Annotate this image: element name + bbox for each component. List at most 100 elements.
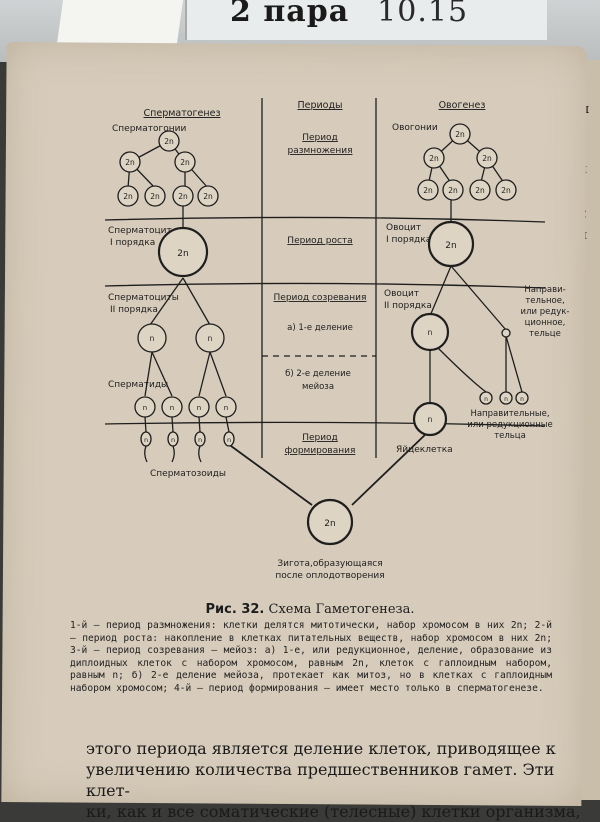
- label-polar-bottom-2: или редукционные: [467, 420, 552, 430]
- zygote-cell: [306, 498, 354, 546]
- period-division-2a: б) 2-е деление: [285, 369, 351, 379]
- oocyte1-cell: [427, 220, 475, 268]
- spermatogonium-cell: [172, 185, 194, 207]
- polar-body-cell: [515, 391, 529, 405]
- figure-number: Рис. 32.: [205, 602, 265, 617]
- cell-label: n: [197, 404, 201, 412]
- label-oocyte1-b: I порядка: [386, 235, 431, 245]
- period-maturation: Период созревания: [274, 293, 367, 303]
- cell-label: 2n: [324, 519, 335, 529]
- spermatogonium-cell: [117, 185, 139, 207]
- spermatocyte2-cell: [195, 323, 225, 353]
- cell-label: n: [170, 404, 174, 412]
- spermatogenesis-tree: [117, 130, 429, 506]
- polar-body-small: [501, 328, 511, 338]
- spermatogonium-cell: [174, 151, 196, 173]
- figure-title: Схема Гаметогенеза.: [268, 602, 415, 617]
- label-spermatocyte1-a: Сперматоцит: [108, 226, 172, 236]
- header-oogenesis: Овогенез: [439, 100, 486, 111]
- figure-caption: Рис. 32. Схема Гаметогенеза.: [70, 602, 550, 617]
- label-spermatocytes2-b: II порядка: [110, 305, 158, 315]
- spermatocyte2-cell: [137, 323, 167, 353]
- cell-label: n: [171, 436, 175, 444]
- polar-body-cell: [479, 391, 493, 405]
- note-lesson: 2 пара: [230, 0, 350, 29]
- period-formation-1: Период: [302, 433, 338, 443]
- spermatozoon-head: [223, 431, 235, 447]
- spermatogonium-cell: [144, 185, 166, 207]
- cell-label: 2n: [482, 154, 492, 163]
- period-division-2b: мейоза: [302, 382, 334, 392]
- label-oogonia: Овогонии: [392, 123, 438, 133]
- oogonium-cell: [495, 179, 517, 201]
- label-zygote-2: после оплодотворения: [275, 571, 384, 581]
- label-spermatids: Сперматиды: [108, 380, 168, 390]
- label-spermatozoa: Сперматозоиды: [150, 469, 226, 479]
- spermatogonium-cell: [119, 151, 141, 173]
- label-spermatocyte1-b: I порядка: [110, 238, 155, 248]
- label-polar-bottom-3: тельца: [494, 431, 526, 441]
- spermatid-cell: [134, 396, 156, 418]
- spermatogonium-cell: [197, 185, 219, 207]
- label-egg: Яйцеклетка: [396, 445, 453, 455]
- cell-label: 2n: [177, 249, 188, 259]
- cell-label: n: [143, 404, 147, 412]
- oogonium-cell: [442, 179, 464, 201]
- label-zygote-1: Зигота,образующаяся: [277, 559, 382, 569]
- label-oocyte2-a: Овоцит: [384, 289, 419, 299]
- gametogenesis-diagram: Сперматогенез Периоды Овогенез Период ра…: [104, 98, 570, 581]
- spermatid-cell: [215, 396, 237, 418]
- period-formation-2: формирования: [285, 446, 356, 456]
- cell-label: n: [484, 396, 488, 403]
- note-time: 10.15: [377, 0, 469, 29]
- cell-labels: 2n 2n 2n 2n 2n 2n 2n 2n n n n n n n n n …: [123, 130, 524, 529]
- spermatid-cell: [188, 396, 210, 418]
- cell-label: 2n: [180, 158, 190, 167]
- label-polar-top-2: тельное,: [525, 296, 564, 306]
- note-card: [185, 0, 547, 40]
- spermatozoon-head: [194, 431, 206, 447]
- cell-label: 2n: [448, 186, 458, 195]
- spermatid-cell: [161, 396, 183, 418]
- cell-label: n: [428, 328, 433, 337]
- cell-label: 2n: [475, 186, 485, 195]
- label-spermatocytes2-a: Сперматоциты: [108, 293, 179, 303]
- row-divider-2: [104, 282, 546, 289]
- body-paragraph: этого периода является деление клеток, п…: [86, 739, 581, 821]
- label-polar-top-1: Направи-: [524, 285, 565, 295]
- spermatogonium-cell: [158, 130, 180, 152]
- figure-legend: 1-й — период размножения: клетки делятся…: [70, 620, 552, 694]
- oocyte2-cell: [410, 312, 450, 352]
- egg-cell: [412, 401, 448, 437]
- spermatozoon-head: [167, 431, 179, 447]
- cell-label: 2n: [203, 192, 213, 201]
- polar-body-cell: [499, 391, 513, 405]
- label-polar-top-5: тельце: [529, 329, 561, 339]
- cell-label: 2n: [423, 186, 433, 195]
- cell-label: 2n: [125, 158, 135, 167]
- cell-label: 2n: [455, 130, 465, 139]
- cell-label: 2n: [150, 192, 160, 201]
- cell-label: 2n: [501, 186, 511, 195]
- cell-label: n: [224, 404, 228, 412]
- cell-label: n: [428, 415, 433, 424]
- cell-label: 2n: [445, 241, 456, 251]
- spermatocyte1-cell: [157, 226, 209, 278]
- label-spermatogonia: Сперматогонии: [112, 124, 186, 134]
- cell-label: n: [504, 396, 508, 403]
- label-oocyte2-b: II порядка: [384, 301, 432, 311]
- label-polar-bottom-1: Направительные,: [470, 409, 549, 419]
- oogonium-cell: [476, 147, 498, 169]
- cell-label: n: [198, 436, 202, 444]
- label-polar-top-4: ционное,: [525, 318, 566, 328]
- cell-label: n: [208, 334, 213, 343]
- header-spermatogenesis: Сперматогенез: [144, 108, 221, 119]
- period-reproduction-2: размножения: [288, 146, 353, 156]
- cell-label: n: [144, 436, 148, 444]
- label-polar-top-3: или редук-: [521, 307, 570, 317]
- oogonium-cell: [469, 179, 491, 201]
- handwritten-note: 2 пара 10.15: [230, 0, 468, 29]
- header-periods: Периоды: [297, 100, 342, 111]
- oogenesis-tree: [306, 123, 529, 546]
- spermatozoon-head: [140, 431, 152, 447]
